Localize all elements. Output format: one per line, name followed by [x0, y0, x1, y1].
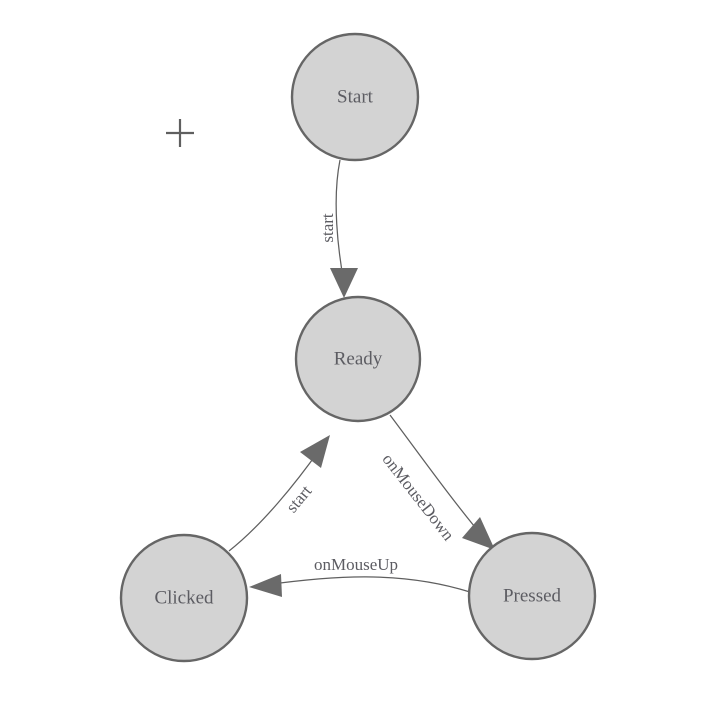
node-circle-clicked[interactable]	[119, 533, 249, 663]
edge-label-pressed-to-clicked: onMouseUp	[314, 555, 398, 574]
arrowhead-icon-start-to-ready	[330, 268, 358, 298]
edge-label-start-to-ready: start	[318, 213, 337, 243]
edge-start-to-ready[interactable]: start	[318, 159, 358, 298]
node-label-pressed: Pressed	[503, 585, 562, 606]
edge-label-clicked-to-ready: start	[282, 481, 316, 516]
edge-label-ready-to-pressed: onMouseDown	[378, 450, 458, 545]
node-label-clicked: Clicked	[154, 587, 214, 608]
arrowhead-icon-clicked-to-ready	[300, 435, 330, 468]
edge-clicked-to-ready[interactable]: start	[228, 435, 330, 552]
edge-line-pressed-to-clicked[interactable]	[264, 576, 471, 593]
node-label-ready: Ready	[334, 348, 383, 369]
node-label-start: Start	[337, 86, 374, 107]
arrowhead-icon-ready-to-pressed	[462, 517, 495, 550]
arrowhead-icon-pressed-to-clicked	[249, 574, 282, 597]
node-clicked[interactable]: Clicked	[119, 533, 249, 663]
node-pressed[interactable]: Pressed	[467, 531, 597, 661]
edge-ready-to-pressed[interactable]: onMouseDown	[378, 414, 495, 550]
node-circle-pressed[interactable]	[467, 531, 597, 661]
node-circle-ready[interactable]	[294, 295, 422, 423]
node-ready[interactable]: Ready	[294, 295, 422, 423]
edge-line-start-to-ready[interactable]	[335, 159, 345, 284]
node-start[interactable]: Start	[290, 32, 420, 162]
node-circle-start[interactable]	[290, 32, 420, 162]
edge-pressed-to-clicked[interactable]: onMouseUp	[249, 555, 471, 597]
crosshair-marker-layer	[166, 119, 194, 147]
edge-line-ready-to-pressed[interactable]	[389, 414, 485, 539]
